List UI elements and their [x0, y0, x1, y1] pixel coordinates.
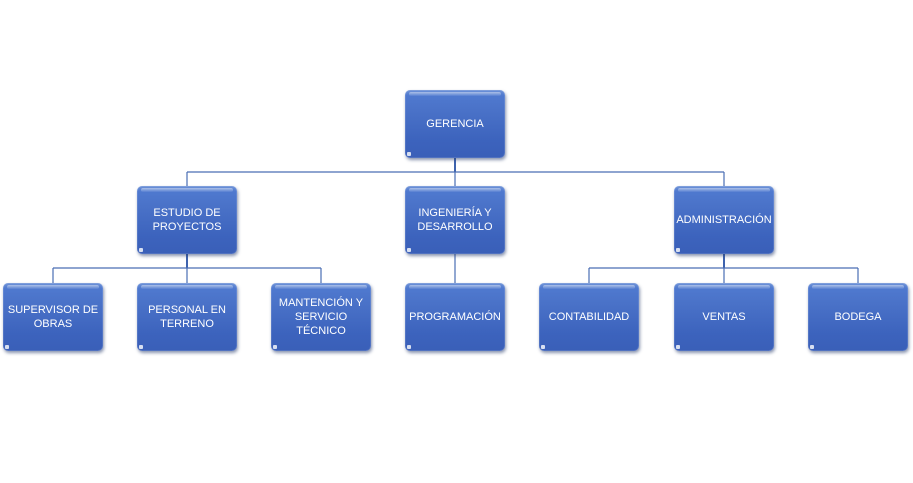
- node-administracion[interactable]: ADMINISTRACIÓN: [674, 186, 774, 254]
- node-contabilidad[interactable]: CONTABILIDAD: [539, 283, 639, 351]
- node-bodega[interactable]: BODEGA: [808, 283, 908, 351]
- node-ingenieria-y-desarrollo[interactable]: INGENIERÍA Y DESARROLLO: [405, 186, 505, 254]
- node-estudio-de-proyectos[interactable]: ESTUDIO DE PROYECTOS: [137, 186, 237, 254]
- node-mantencion-y-servicio-tecnico[interactable]: MANTENCIÓN Y SERVICIO TÉCNICO: [271, 283, 371, 351]
- node-personal-en-terreno[interactable]: PERSONAL EN TERRENO: [137, 283, 237, 351]
- node-ventas[interactable]: VENTAS: [674, 283, 774, 351]
- node-gerencia[interactable]: GERENCIA: [405, 90, 505, 158]
- node-programacion[interactable]: PROGRAMACIÓN: [405, 283, 505, 351]
- node-supervisor-de-obras[interactable]: SUPERVISOR DE OBRAS: [3, 283, 103, 351]
